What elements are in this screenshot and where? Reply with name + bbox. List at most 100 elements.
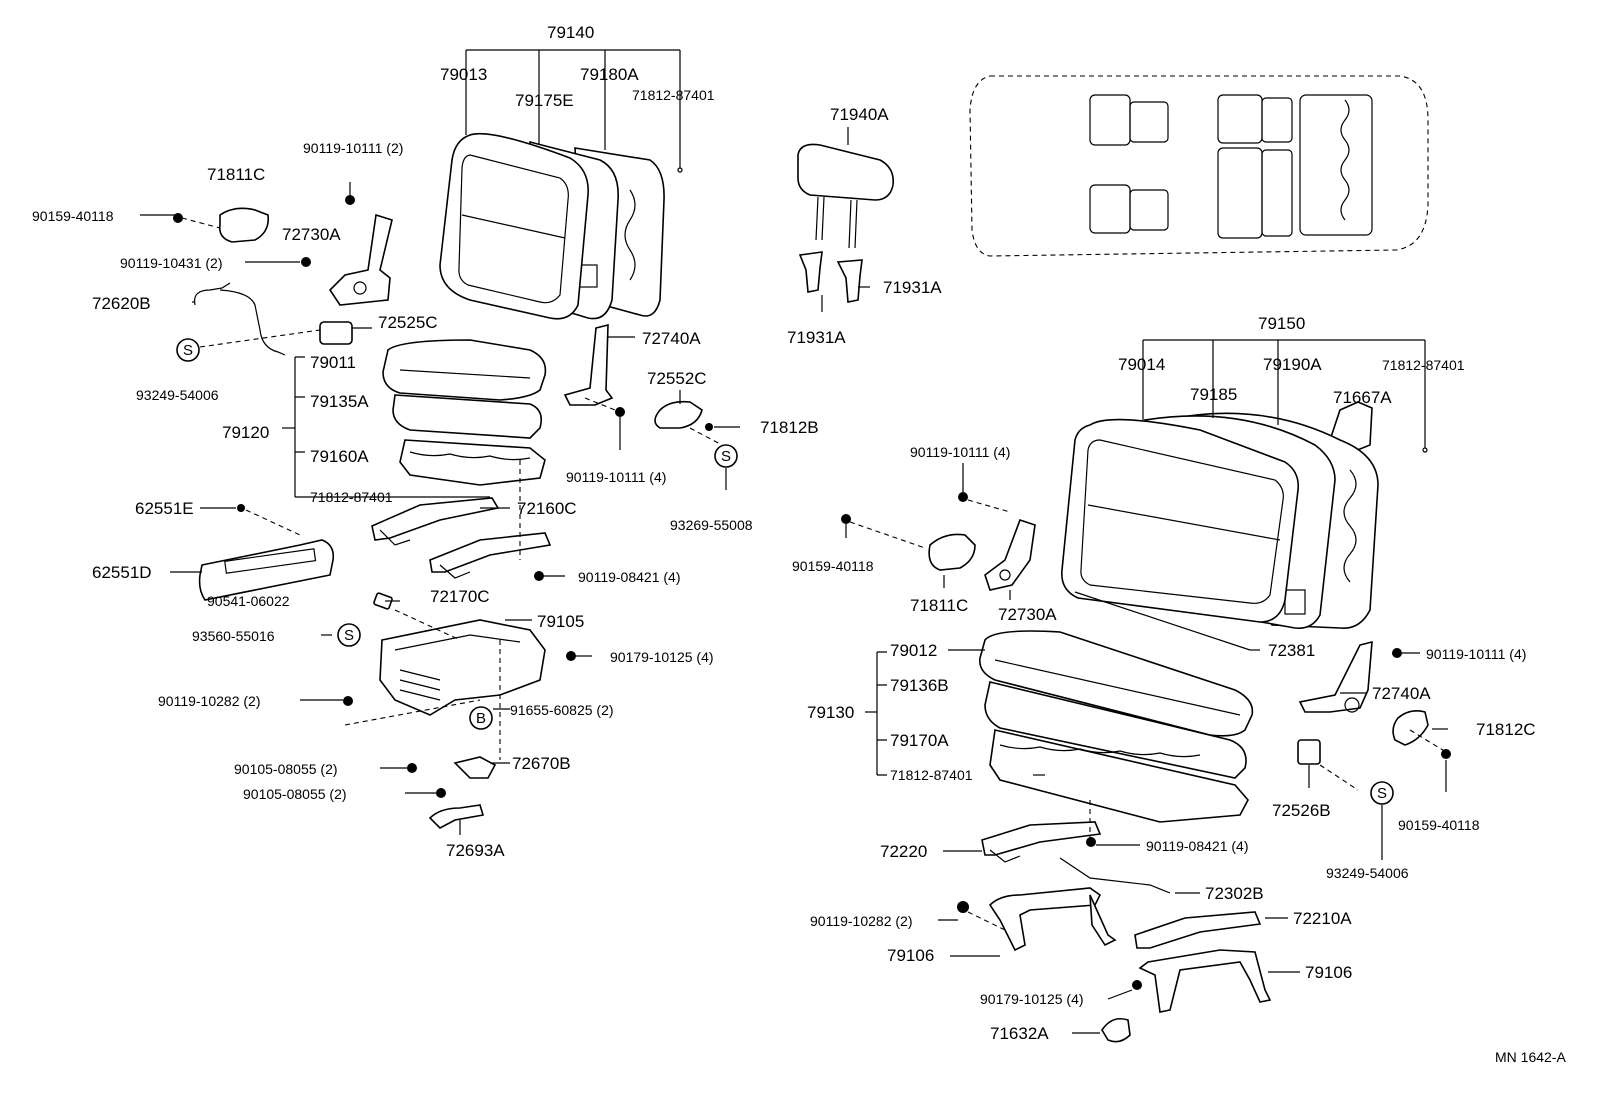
- symbol-s-93560-55016: S: [337, 623, 361, 647]
- side-cover-62551D: [198, 539, 335, 601]
- symbol-s-93269-55008: S: [714, 444, 738, 468]
- label-71812C: 71812C: [1476, 720, 1536, 739]
- cable-72620B: [193, 282, 286, 356]
- headrest: [797, 143, 895, 303]
- hinge-72740A-rear: [1297, 640, 1429, 765]
- label-90119-10111-4c: 90119-10111 (4): [1426, 646, 1526, 662]
- label-71812-87401-d: 71812-87401: [890, 767, 973, 783]
- handle-72525C: [319, 321, 353, 345]
- label-72170C: 72170C: [430, 587, 490, 606]
- label-79160A: 79160A: [310, 447, 369, 466]
- label-71812-87401-a: 71812-87401: [632, 87, 715, 103]
- label-93249-54006-a: 93249-54006: [136, 387, 219, 403]
- label-90159-40118-c: 90159-40118: [1398, 817, 1480, 833]
- label-72210A: 72210A: [1293, 909, 1352, 928]
- rear-leg-79106-b: [1138, 949, 1272, 1013]
- label-93560-55016: 93560-55016: [192, 628, 275, 644]
- label-79120: 79120: [222, 423, 269, 442]
- svg-text:B: B: [476, 710, 486, 727]
- label-79011: 79011: [310, 353, 356, 372]
- label-71811C-a: 71811C: [207, 165, 265, 184]
- svg-text:S: S: [344, 627, 354, 644]
- label-71812-87401-c: 71812-87401: [1382, 357, 1465, 373]
- symbol-b-91655-60825: B: [469, 706, 493, 730]
- bracket-72693A: [428, 804, 485, 829]
- label-72302B: 72302B: [1205, 884, 1264, 903]
- seat-track-72170C: [429, 532, 552, 579]
- label-72552C: 72552C: [647, 369, 707, 388]
- label-72525C: 72525C: [378, 313, 438, 332]
- label-79185: 79185: [1190, 385, 1237, 404]
- label-71632A: 71632A: [990, 1024, 1049, 1043]
- seat-frame-79105: [373, 592, 546, 716]
- front-seat-cushion-assy: [382, 339, 547, 486]
- seat-track-72160C: [371, 497, 500, 546]
- symbol-s-93249-54006-left: S: [176, 338, 200, 362]
- label-90119-08421-a: 90119-08421 (4): [578, 569, 680, 585]
- rear-seat-back-assy: [1061, 401, 1379, 630]
- label-91655-60825: 91655-60825 (2): [510, 702, 614, 718]
- label-79130: 79130: [807, 703, 854, 722]
- recliner-72730A-left: [218, 207, 393, 306]
- leader-lines: [140, 49, 1448, 1034]
- label-72740A-a: 72740A: [642, 329, 701, 348]
- label-62551D: 62551D: [92, 563, 152, 582]
- label-62551E: 62551E: [135, 499, 194, 518]
- label-90119-10282-b: 90119-10282 (2): [810, 913, 912, 929]
- label-79135A: 79135A: [310, 392, 369, 411]
- label-79012: 79012: [890, 641, 937, 660]
- label-72160C: 72160C: [517, 499, 577, 518]
- label-93269-55008: 93269-55008: [670, 517, 753, 533]
- label-79136B: 79136B: [890, 676, 949, 695]
- label-90119-10431: 90119-10431 (2): [120, 255, 222, 271]
- label-90159-40118-b: 90159-40118: [792, 558, 874, 574]
- seat-track-72210A: [1134, 911, 1262, 949]
- label-90119-10111-4b: 90119-10111 (4): [910, 444, 1010, 460]
- label-90119-10111-4a: 90119-10111 (4): [566, 469, 666, 485]
- label-79175E: 79175E: [515, 91, 574, 110]
- label-79106-a: 79106: [887, 946, 934, 965]
- seat-track-72220: [981, 821, 1102, 856]
- label-72730A-a: 72730A: [282, 225, 341, 244]
- label-71667A: 71667A: [1333, 388, 1392, 407]
- label-79140: 79140: [547, 23, 594, 42]
- footer-code: MN 1642-A: [1495, 1049, 1566, 1065]
- rear-leg-79106-a: [988, 887, 1117, 952]
- label-90105-08055-b: 90105-08055 (2): [243, 786, 347, 802]
- label-72670B: 72670B: [512, 754, 571, 773]
- label-79190A: 79190A: [1263, 355, 1322, 374]
- svg-text:S: S: [721, 448, 731, 465]
- label-72381: 72381: [1268, 641, 1315, 660]
- label-79105: 79105: [537, 612, 584, 631]
- cable-72302B: [1059, 857, 1171, 894]
- label-90179-10125-b: 90179-10125 (4): [980, 991, 1084, 1007]
- hinge-72740A-left: [563, 323, 703, 429]
- label-79180A: 79180A: [580, 65, 639, 84]
- label-79170A: 79170A: [890, 731, 949, 750]
- cover-71632A: [1101, 1017, 1131, 1043]
- label-90159-40118-a: 90159-40118: [32, 208, 114, 224]
- label-90541-06022: 90541-06022: [207, 593, 290, 609]
- label-90119-08421-b: 90119-08421 (4): [1146, 838, 1248, 854]
- label-90179-10125-a: 90179-10125 (4): [610, 649, 714, 665]
- rear-seat-cushion-assy: [978, 630, 1254, 823]
- label-72740A-b: 72740A: [1372, 684, 1431, 703]
- lock-72670B: [453, 756, 497, 779]
- svg-text:S: S: [183, 342, 193, 359]
- label-72693A: 72693A: [446, 841, 505, 860]
- label-71812B: 71812B: [760, 418, 819, 437]
- vehicle-seat-locator: [969, 75, 1429, 257]
- svg-text:S: S: [1377, 785, 1387, 802]
- recliner-72730A-rear: [928, 518, 1036, 591]
- part-labels: 79140 79013 79175E 79180A 71812-87401 71…: [32, 23, 1566, 1065]
- label-72730A-b: 72730A: [998, 605, 1057, 624]
- front-seat-back-assy: [439, 132, 665, 320]
- label-79014: 79014: [1118, 355, 1165, 374]
- label-90105-08055-a: 90105-08055 (2): [234, 761, 338, 777]
- label-71812-87401-b: 71812-87401: [310, 489, 393, 505]
- label-71931A-b: 71931A: [787, 328, 846, 347]
- label-72526B: 72526B: [1272, 801, 1331, 820]
- label-79106-b: 79106: [1305, 963, 1352, 982]
- label-71931A-a: 71931A: [883, 278, 942, 297]
- rod-72381: [1074, 591, 1251, 651]
